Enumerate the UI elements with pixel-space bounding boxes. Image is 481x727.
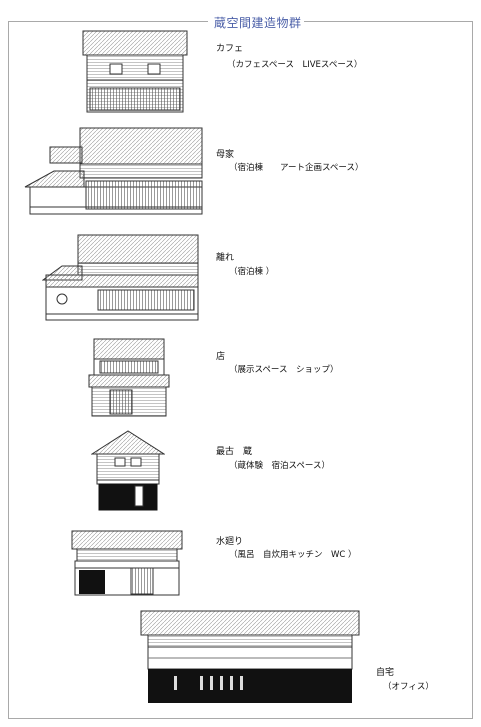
cafe-elevation-drawing — [82, 30, 188, 113]
saiko-kura-elevation-drawing — [91, 430, 165, 511]
building-name-mise: 店 — [216, 352, 226, 362]
building-name-cafe: カフェ — [216, 44, 244, 54]
building-desc-hanare: （宿泊棟 ） — [229, 267, 275, 277]
building-name-hanare: 離れ — [216, 253, 235, 263]
hanare-elevation-drawing — [42, 234, 199, 321]
mizumawari-elevation-drawing — [71, 530, 183, 596]
building-name-mizumawari: 水廻り — [216, 537, 244, 547]
building-name-jitaku: 自宅 — [376, 668, 395, 678]
content-frame — [8, 21, 473, 719]
building-name-omoya: 母家 — [216, 150, 235, 160]
building-desc-jitaku: （オフィス） — [383, 682, 434, 692]
frame-top-left — [8, 21, 208, 22]
frame-top-right — [301, 21, 472, 22]
building-desc-mizumawari: （風呂 自炊用キッチン WC ） — [229, 550, 357, 560]
jitaku-elevation-drawing — [140, 610, 360, 703]
building-desc-saiko: （蔵体験 宿泊スペース） — [229, 461, 330, 471]
building-name-saiko: 最古 蔵 — [216, 447, 253, 457]
building-desc-cafe: （カフェスペース LIVEスペース） — [227, 60, 363, 70]
building-desc-omoya: （宿泊棟 アート企画スペース） — [229, 163, 364, 173]
omoya-elevation-drawing — [24, 127, 203, 215]
mise-elevation-drawing — [88, 338, 170, 417]
page-title: 蔵空間建造物群 — [212, 14, 304, 31]
building-desc-mise: （展示スペース ショップ） — [229, 365, 339, 375]
